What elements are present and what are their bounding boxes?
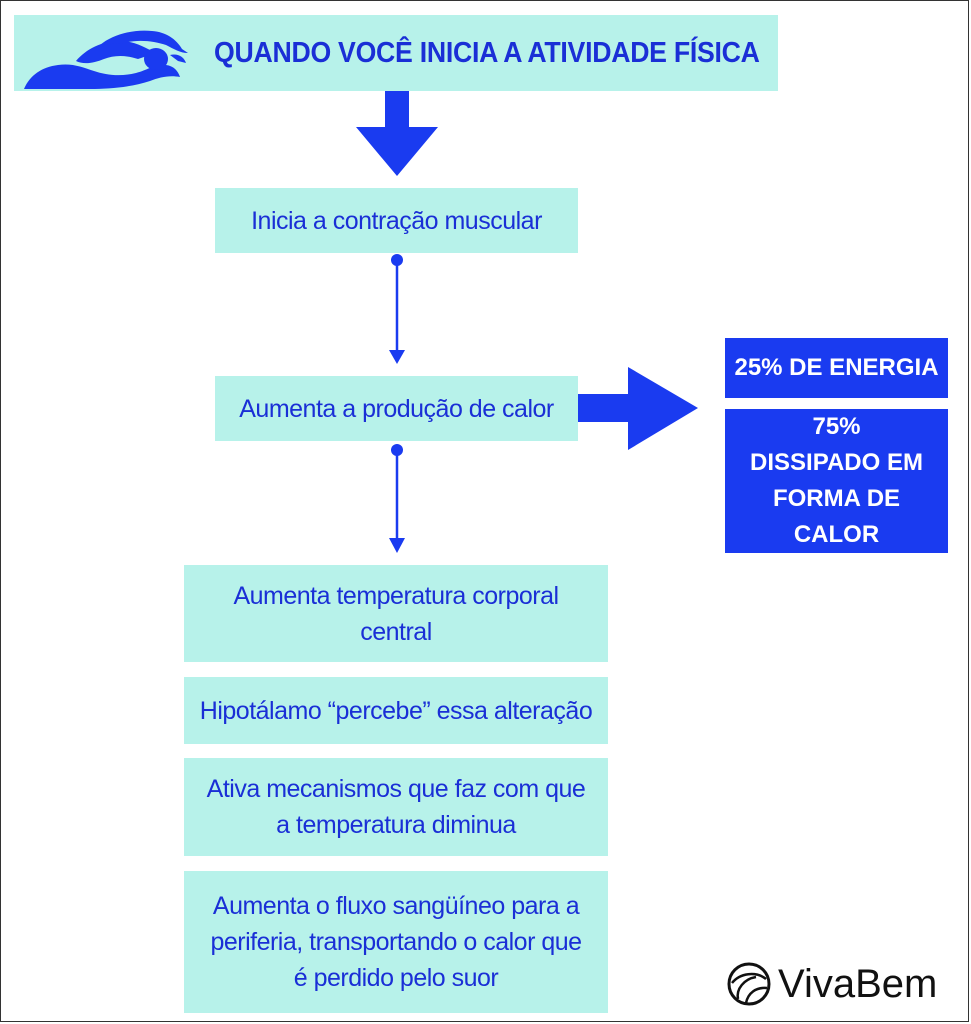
brand-name: VivaBem [778,962,938,1006]
step-box: Ativa mecanismos que faz com que a tempe… [184,758,608,856]
step-box: Aumenta a produção de calor [215,376,578,441]
big-down-arrow [356,91,438,176]
vivabem-logo-icon [727,962,771,1006]
brand-logo: VivaBem [726,958,946,1010]
step-text: Aumenta o fluxo sangüíneo para a perifer… [210,892,582,992]
heat-text: 75% DISSIPADO EM FORMA DE CALOR [750,413,923,548]
step-box: Inicia a contração muscular [215,188,578,253]
step-text: Aumenta temperatura corporal central [233,581,559,646]
energy-box: 25% DE ENERGIA [725,338,948,398]
step-text: Inicia a contração muscular [251,206,542,235]
swimmer-icon [24,30,188,89]
right-arrow [578,367,698,450]
connector-arrow [389,254,405,364]
header-banner: QUANDO VOCÊ INICIA A ATIVIDADE FÍSICA [14,15,778,91]
step-box: Hipotálamo “percebe” essa alteração [184,677,608,744]
energy-text: 25% DE ENERGIA [734,354,939,381]
step-text: Aumenta a produção de calor [239,394,554,423]
step-text: Ativa mecanismos que faz com que a tempe… [206,775,586,839]
connector-arrow [389,444,405,553]
step-box: Aumenta temperatura corporal central [184,565,608,662]
step-text: Hipotálamo “percebe” essa alteração [199,696,593,725]
step-box: Aumenta o fluxo sangüíneo para a perifer… [184,871,608,1013]
header-title: QUANDO VOCÊ INICIA A ATIVIDADE FÍSICA [214,36,760,69]
heat-box: 75% DISSIPADO EM FORMA DE CALOR [725,409,948,553]
